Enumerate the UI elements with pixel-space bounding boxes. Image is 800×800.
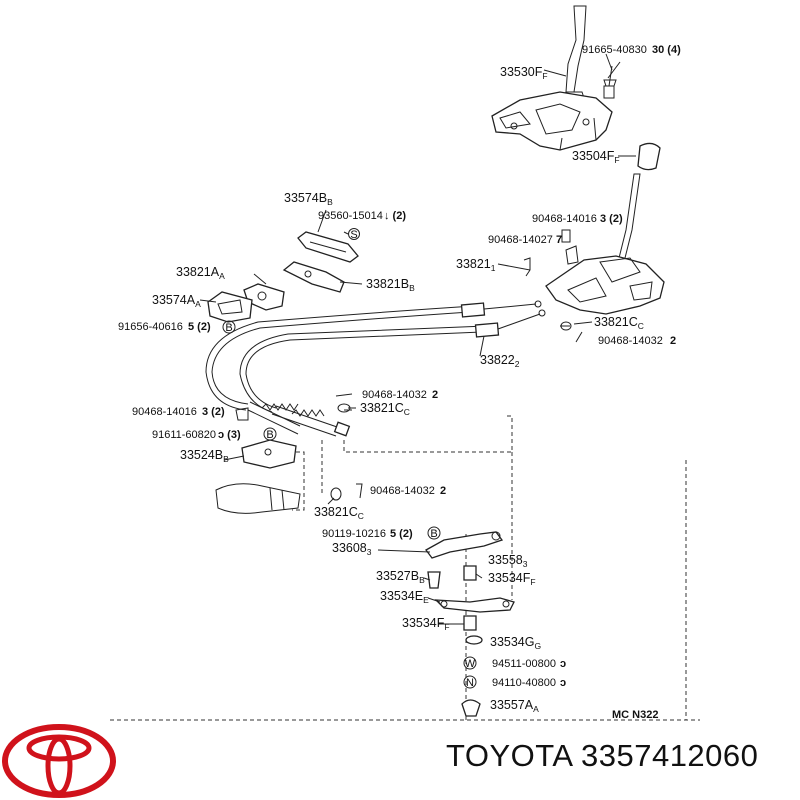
part-label: 33534GG <box>490 635 541 651</box>
fastener-number: 91665-40830 <box>582 44 647 56</box>
part-label: 33534FF <box>402 616 450 632</box>
fastener-qty: ɔ (3) <box>218 429 241 441</box>
fastener-number: 90468-14032 <box>598 335 663 347</box>
symbol-s: S <box>348 228 360 241</box>
fastener-number: 94511-00800 <box>492 658 556 670</box>
shift-lever-housing-upper <box>491 5 621 151</box>
fastener-qty: 30 (4) <box>652 44 681 56</box>
part-label: 33821BB <box>366 277 415 293</box>
shift-lever-housing-lower <box>545 142 665 315</box>
part-label: 33821AA <box>176 265 225 281</box>
symbol-b-1: B <box>222 320 236 334</box>
part-label: 338211 <box>456 257 496 273</box>
fastener-qty: 5 (2) <box>390 528 413 540</box>
washer-33534g <box>465 635 483 645</box>
bracket-33524b <box>215 439 301 514</box>
part-label: 33557AA <box>490 698 539 714</box>
bracket-33574b <box>297 231 359 263</box>
part-label: 33821CC <box>314 505 364 521</box>
fastener-number: 90468-14016 <box>132 406 197 418</box>
bushing-33558 <box>463 565 477 581</box>
part-label: 335583 <box>488 553 528 569</box>
symbol-n: N <box>463 675 477 689</box>
fastener-qty: 2 <box>670 335 676 347</box>
symbol-b-2: B <box>263 427 277 441</box>
fastener-number: 90468-14027 <box>488 234 553 246</box>
fastener-number: 93560-15014 <box>318 210 383 222</box>
lever-33534e <box>434 597 515 613</box>
part-label: 33534FF <box>488 571 536 587</box>
svg-text:N: N <box>466 677 474 689</box>
fastener-number: 90468-14032 <box>370 485 435 497</box>
fastener-qty: 2 <box>432 389 438 401</box>
lever-33608 <box>425 531 504 559</box>
svg-text:W: W <box>465 658 476 670</box>
svg-text:B: B <box>266 429 273 441</box>
part-labels: 33530FF 33504FF 33574BB 33821AA 33821BB … <box>152 65 644 714</box>
part-label: 33534EE <box>380 589 429 605</box>
fastener-qty: 7 <box>556 234 562 246</box>
symbol-b-3: B <box>427 526 441 540</box>
fastener-qty: 5 (2) <box>188 321 211 333</box>
leader-lines <box>199 53 636 625</box>
part-label: 33821CC <box>360 401 410 417</box>
fastener-labels: 91665-40830 30 (4) 93560-15014 ↓ (2) 904… <box>118 44 681 689</box>
fastener-qty: 3 (2) <box>600 213 623 225</box>
part-label: 33530FF <box>500 65 548 81</box>
toyota-logo <box>2 724 116 798</box>
fastener-qty: ↓ (2) <box>384 210 406 222</box>
retainer-33574a <box>207 291 253 323</box>
plate-33821b <box>282 261 345 293</box>
fastener-number: 94110-40800 <box>492 677 556 689</box>
bushing-33527b <box>427 571 441 589</box>
fastener-number: 90468-14016 <box>532 213 597 225</box>
svg-text:B: B <box>430 528 437 540</box>
part-label: 338222 <box>480 353 520 369</box>
symbol-w: W <box>463 656 477 670</box>
fastener-qty: 2 <box>440 485 446 497</box>
fastener-qty: ɔ <box>560 658 566 670</box>
part-label: 33821CC <box>594 315 644 331</box>
part-label: 33524BB <box>180 448 229 464</box>
fastener-number: 90119-10216 <box>322 528 386 540</box>
part-label: 33527BB <box>376 569 425 585</box>
cap-33557a <box>461 699 481 717</box>
product-title: TOYOTA 3357412060 <box>446 738 759 773</box>
control-cables <box>205 300 546 437</box>
fastener-qty: 3 (2) <box>202 406 225 418</box>
part-label: 33574BB <box>284 191 333 207</box>
fastener-number: 91656-40616 <box>118 321 183 333</box>
diagram-code: MC N322 <box>612 709 658 721</box>
svg-text:B: B <box>225 322 232 334</box>
part-label: 336083 <box>332 541 372 557</box>
fastener-number: 91611-60820 <box>152 429 216 441</box>
part-label: 33504FF <box>572 149 620 165</box>
fastener-qty: ɔ <box>560 677 566 689</box>
bushing-33534f-lower <box>463 615 477 631</box>
svg-text:S: S <box>350 229 357 241</box>
fastener-number: 90468-14032 <box>362 389 427 401</box>
part-label: 33574AA <box>152 293 201 309</box>
